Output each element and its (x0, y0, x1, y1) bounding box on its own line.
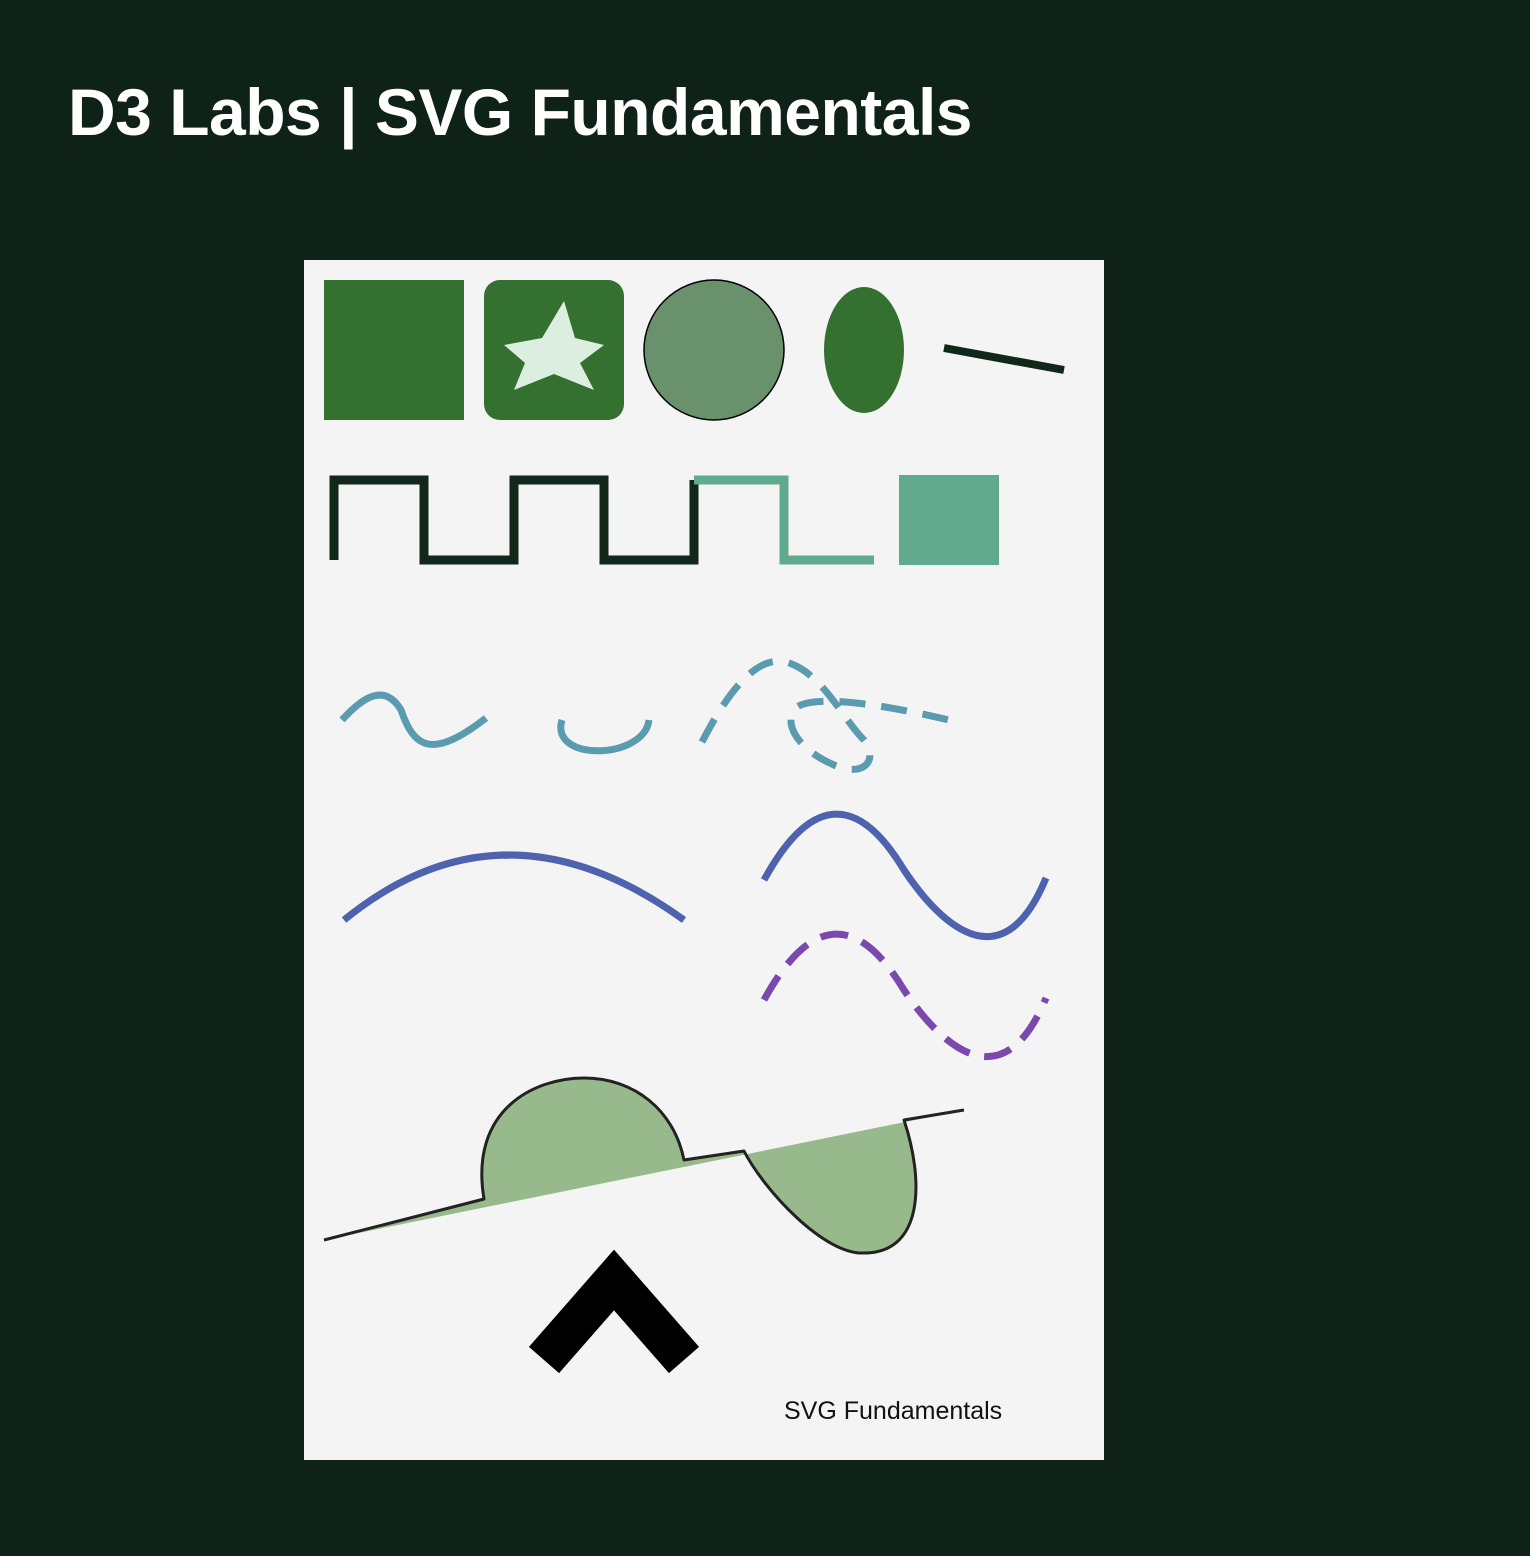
arc-path (323, 1076, 965, 1255)
ellipse (824, 287, 904, 413)
square-wave-tail (694, 475, 874, 565)
sine-wave (760, 810, 1050, 941)
svg-canvas: SVG Fundamentals (304, 260, 1104, 1460)
diagonal-line (943, 344, 1065, 374)
svg-canvas-container: SVG Fundamentals (304, 260, 1104, 1460)
canvas-caption: SVG Fundamentals (784, 1397, 1002, 1425)
circle (643, 279, 785, 421)
page-title: D3 Labs | SVG Fundamentals (68, 75, 973, 149)
canvas-background (304, 260, 1104, 1460)
dashed-loop-curve (698, 657, 950, 773)
teal-square (899, 475, 999, 565)
dashed-sine-wave (760, 930, 1050, 1061)
chevron-up-icon (528, 1249, 700, 1374)
square-wave (329, 475, 699, 565)
square (324, 280, 464, 420)
small-s-curve (339, 691, 489, 748)
star-icon (504, 301, 604, 390)
quadratic-curve (341, 851, 687, 923)
small-arc (557, 718, 653, 755)
